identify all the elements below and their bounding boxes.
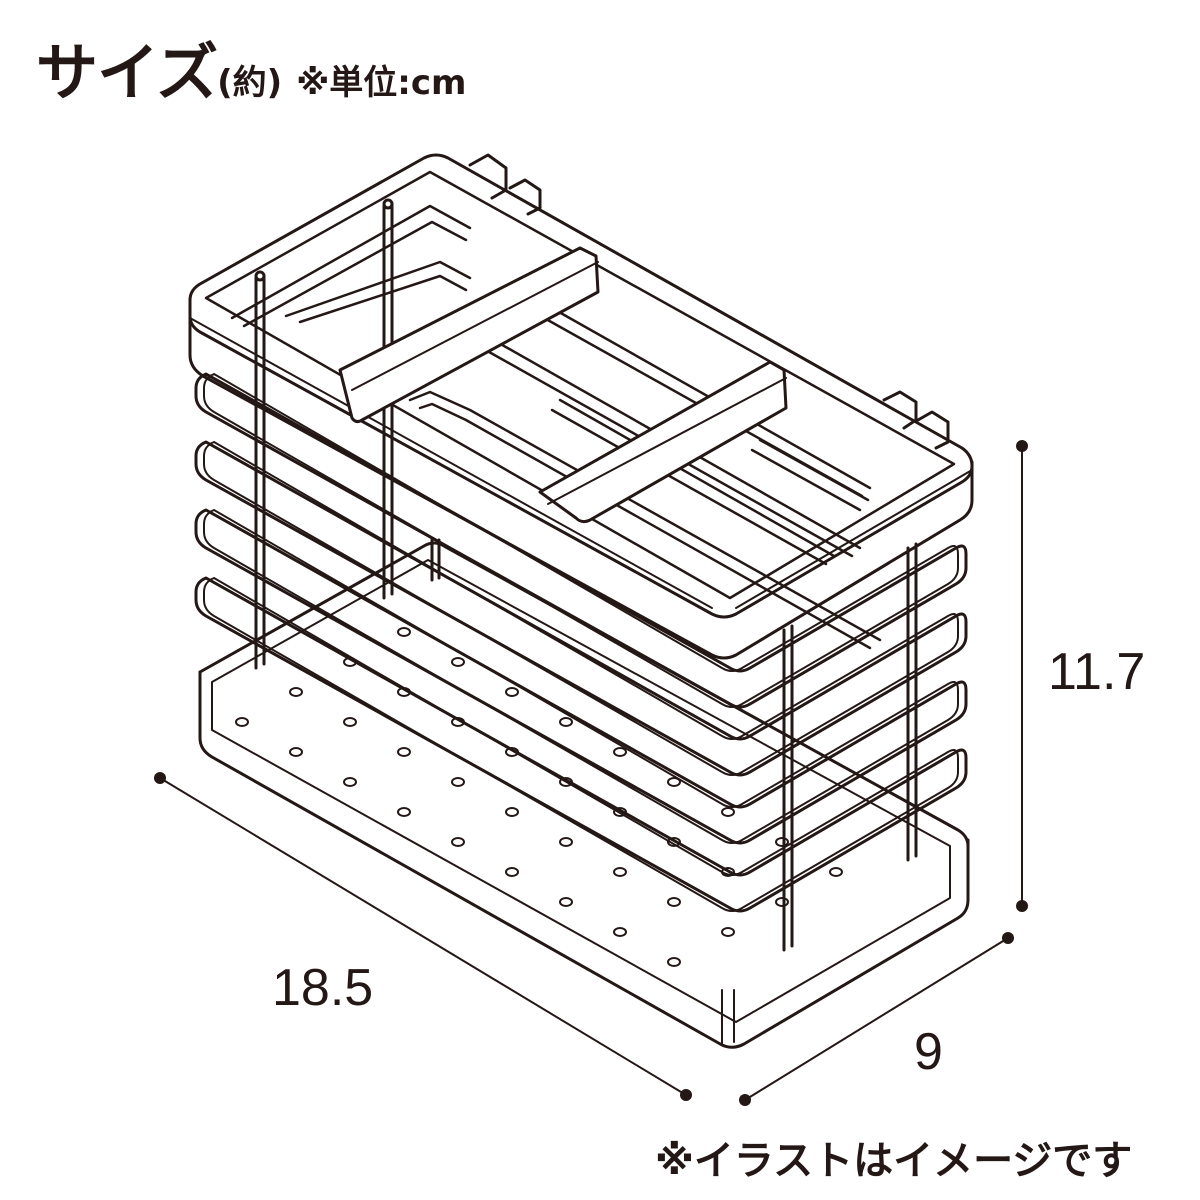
drain-hole (397, 627, 411, 637)
wire-rings (194, 372, 968, 913)
length-dimension-line (154, 772, 692, 1101)
drain-hole (397, 747, 411, 757)
drain-holes (235, 627, 843, 967)
drain-hole (559, 717, 573, 727)
page-title: サイズ(約) ※単位:cm (36, 22, 466, 112)
title-text: サイズ (36, 36, 218, 109)
drain-hole (775, 837, 789, 847)
height-label: 11.7 (1048, 643, 1146, 701)
drain-hole (451, 657, 465, 667)
wire-ring (194, 372, 968, 709)
drain-hole (775, 897, 789, 907)
drain-hole (451, 837, 465, 847)
drain-hole (451, 777, 465, 787)
wire-ring (194, 440, 968, 777)
drain-hole (721, 927, 735, 937)
drain-hole (613, 747, 627, 757)
drain-hole (289, 687, 303, 697)
height-dimension-line (1016, 440, 1028, 912)
depth-dimension-line (739, 932, 1014, 1106)
drain-hole (667, 777, 681, 787)
length-label: 18.5 (272, 959, 374, 1017)
dividers (338, 246, 788, 524)
drain-hole (397, 807, 411, 817)
drain-hole (505, 687, 519, 697)
drain-hole (667, 957, 681, 967)
drain-hole (613, 927, 627, 937)
drain-hole (559, 897, 573, 907)
title-approx: (約) (217, 63, 283, 103)
drain-hole (343, 717, 357, 727)
drain-hole (721, 807, 735, 817)
drain-hole (343, 777, 357, 787)
drain-hole (667, 837, 681, 847)
back-hooks (468, 153, 950, 450)
drain-hole (667, 897, 681, 907)
drain-hole (505, 867, 519, 877)
depth-label: 9 (914, 1023, 943, 1081)
drain-hole (613, 867, 627, 877)
wire-ring (194, 508, 968, 845)
unit-note: ※単位:cm (296, 63, 467, 103)
illustration-note: ※イラストはイメージです (655, 1138, 1133, 1184)
top-frame (188, 153, 974, 660)
front-posts (254, 270, 918, 952)
drain-hole (235, 717, 249, 727)
drain-hole (289, 747, 303, 757)
drain-hole (829, 867, 843, 877)
drain-hole (559, 837, 573, 847)
drain-hole (505, 807, 519, 817)
wire-ring (194, 576, 968, 913)
